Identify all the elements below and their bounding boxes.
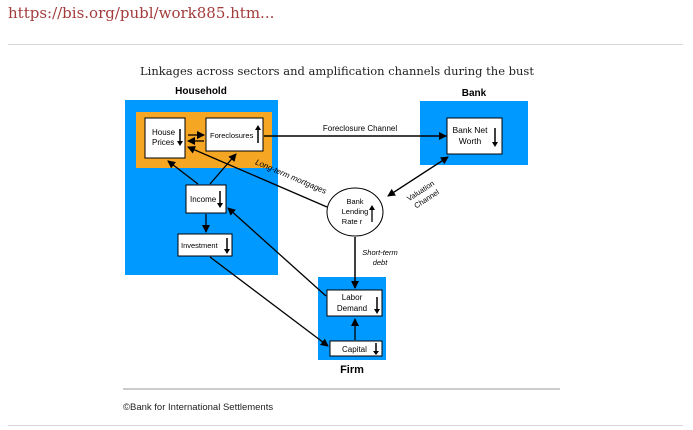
house-prices-node: House Prices — [144, 117, 186, 159]
edge-income-house-prices — [167, 160, 199, 185]
firm-label: Firm — [340, 364, 364, 376]
bank-lending-rate-node: Bank Lending Rate r — [326, 187, 384, 237]
bank-lending-rate-label-line2: Lending — [342, 207, 369, 216]
short-term-debt-label-line1: Short-term — [362, 248, 397, 257]
income-label: Income — [190, 195, 217, 204]
down-arrow-icon — [373, 343, 379, 355]
figure-frame — [8, 44, 683, 426]
up-arrow-icon — [369, 205, 375, 222]
edge-house-prices-foreclosures — [187, 131, 205, 145]
bank-net-worth-label-line2: Worth — [459, 136, 482, 146]
bank-lending-rate-label-line3: Rate r — [342, 217, 363, 226]
income-node: Income — [185, 184, 227, 214]
down-arrow-icon — [224, 238, 230, 254]
edge-income-foreclosures — [209, 153, 237, 185]
edge-long-term-mortgages — [187, 146, 328, 208]
bank-lending-rate-label-line1: Bank — [346, 197, 363, 206]
edge-valuation-channel — [387, 156, 449, 197]
foreclosures-label: Foreclosures — [210, 131, 254, 140]
copyright-text: ©Bank for International Settlements — [123, 402, 274, 413]
capital-node: Capital — [329, 340, 383, 357]
household-label: Household — [175, 86, 227, 97]
edge-investment-capital — [209, 256, 329, 347]
up-arrow-icon — [255, 125, 261, 143]
labor-demand-label-line2: Demand — [337, 304, 367, 313]
edge-labor-demand-income — [227, 207, 327, 297]
investment-label: Investment — [181, 241, 219, 250]
down-arrow-icon — [177, 129, 183, 146]
foreclosures-node: Foreclosures — [205, 117, 264, 152]
house-prices-label-line2: Prices — [152, 138, 174, 147]
capital-label: Capital — [342, 345, 367, 354]
source-url[interactable]: https://bis.org/publ/work885.htm... — [8, 4, 275, 22]
diagram-title: Linkages across sectors and amplificatio… — [140, 64, 534, 78]
labor-demand-node: Labor Demand — [326, 289, 383, 317]
house-prices-label-line1: House — [152, 128, 176, 137]
investment-node: Investment — [177, 233, 233, 257]
bank-label: Bank — [462, 88, 487, 99]
foreclosure-channel-label: Foreclosure Channel — [323, 124, 397, 133]
down-arrow-icon — [217, 191, 223, 208]
bank-net-worth-label-line1: Bank Net — [453, 125, 489, 135]
down-arrow-icon — [374, 297, 380, 314]
down-arrow-icon — [492, 128, 498, 147]
labor-demand-label-line1: Labor — [342, 293, 363, 302]
bank-net-worth-node: Bank Net Worth — [446, 117, 503, 155]
short-term-debt-label-line2: debt — [373, 258, 389, 267]
